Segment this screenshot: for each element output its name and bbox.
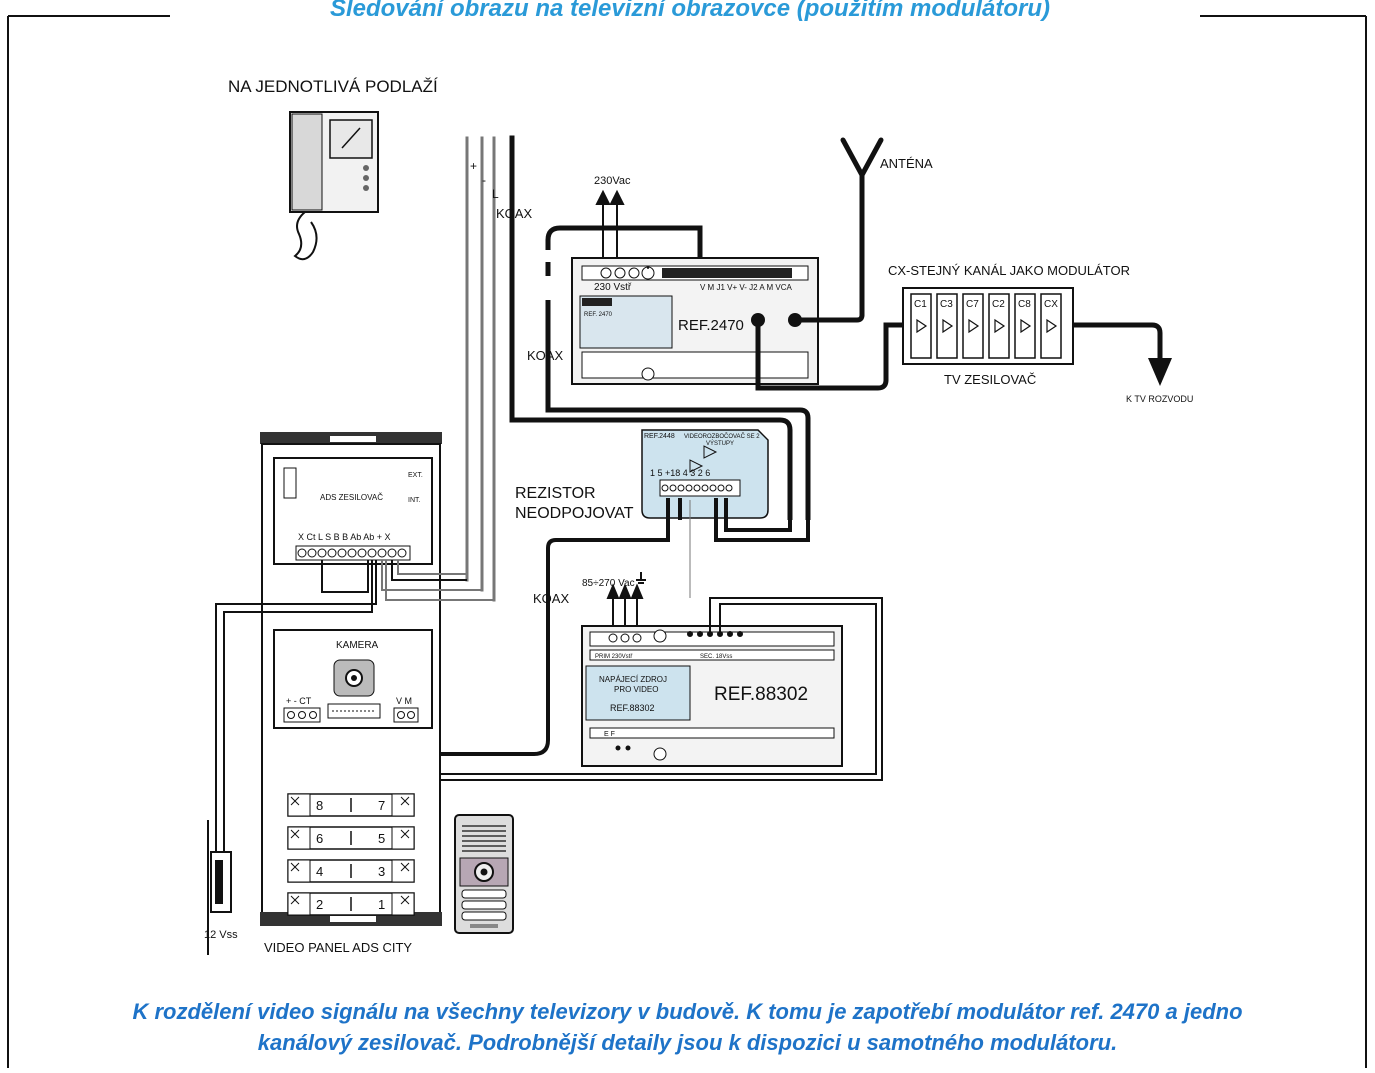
- amp-terminal-screw: [347, 548, 357, 558]
- resistor-label-1: REZISTOR: [515, 485, 596, 502]
- distributor-ref: REF.2448: [644, 433, 675, 440]
- cx-channel-label: CX-STEJNÝ KANÁL JAKO MODULÁTOR: [888, 263, 1130, 278]
- mains-arrows-psu: [606, 572, 646, 630]
- front-panel-illustration: [454, 814, 514, 934]
- koax-label-mid: KOAX: [527, 348, 563, 363]
- call-button-left-number: 6: [316, 831, 323, 846]
- resistor-label-2: NEODPOJOVAT: [515, 505, 634, 522]
- power-supply: [581, 625, 843, 767]
- amp-terminal-screw: [307, 548, 317, 558]
- amp-int: INT.: [408, 497, 421, 504]
- tv-amp-channel-label: C7: [966, 299, 979, 310]
- tv-amp-channel-c8: C8: [1014, 293, 1036, 359]
- modulator-230-label: 230 Vstř: [594, 282, 632, 293]
- camera-left-terms: + - CT: [286, 696, 312, 706]
- call-button-right-number: 5: [378, 831, 385, 846]
- caption-line-2: kanálový zesilovač. Podrobnější detaily …: [257, 1030, 1118, 1055]
- amp-terminals-label: X Ct L S B B Ab Ab + X: [298, 532, 390, 542]
- panel-label: VIDEO PANEL ADS CITY: [264, 940, 412, 955]
- tv-amp-channel-label: C3: [940, 299, 953, 310]
- tv-amp-channel-label: C8: [1018, 299, 1031, 310]
- amp-terminal-screw: [337, 548, 347, 558]
- modulator-small-ref: REF. 2470: [584, 312, 613, 318]
- tv-amp-channel-label: CX: [1044, 299, 1058, 310]
- psu-ref-big: REF.88302: [714, 684, 808, 705]
- modulator-ref: REF.2470: [678, 317, 744, 334]
- mains-label-modulator: 230Vac: [594, 175, 631, 187]
- tv-amp-channel-label: C1: [914, 299, 927, 310]
- amp-ext: EXT.: [408, 472, 423, 479]
- modulator-terminals: V M J1 V+ V- J2 A M VCA: [700, 283, 792, 292]
- intercom-handset: [289, 111, 379, 261]
- to-tv-label: K TV ROZVODU: [1126, 394, 1193, 404]
- diagram-title: Sledování obrazu na televizní obrazovce …: [200, 0, 1180, 24]
- distributor-name: VIDEOROZBOČOVAČ SE 2: [684, 433, 760, 440]
- tv-amp-channel-c7: C7: [962, 293, 984, 359]
- mains-label-psu: 85÷270 Vac: [582, 578, 635, 589]
- tv-amp-channel-c2: C2: [988, 293, 1010, 359]
- amp-terminal-screw: [357, 548, 367, 558]
- tv-amp-channel-cx: CX: [1040, 293, 1062, 359]
- coax-to-modulator: [512, 225, 811, 520]
- tv-amp-channel-group: C1 C3 C7 C2 C8 CX: [910, 293, 1062, 359]
- amp-wiring: [215, 560, 494, 852]
- call-button-right-number: 1: [378, 897, 385, 912]
- camera-right-terms: V M: [396, 696, 412, 706]
- rf-link-to-tv-amp: [755, 320, 905, 391]
- call-button-right-number: 7: [378, 798, 385, 813]
- psu-ef: E F: [604, 731, 615, 738]
- distributor-terminals: 1 5 +18 4 3 2 6: [650, 468, 710, 478]
- amp-terminal-screw: [317, 548, 327, 558]
- call-button-left-number: 2: [316, 897, 323, 912]
- riser-wires: [465, 135, 515, 602]
- mains-arrows-modulator: [595, 189, 625, 258]
- modulator-device: [571, 257, 819, 385]
- psu-label-2: PRO VIDEO: [614, 685, 658, 694]
- caption-line-1: K rozdělení video signálu na všechny tel…: [132, 999, 1243, 1024]
- video-distributor: [641, 429, 769, 519]
- amp-terminal-screw: [367, 548, 377, 558]
- psu-label-1: NAPÁJECÍ ZDROJ: [599, 675, 667, 684]
- amp-title: ADS ZESILOVAČ: [320, 493, 383, 502]
- koax-label-low: KOAX: [533, 591, 569, 606]
- antenna: [792, 137, 884, 323]
- call-button-left-number: 8: [316, 798, 323, 813]
- call-button-right-number: 3: [378, 864, 385, 879]
- psu-ref-small: REF.88302: [610, 703, 655, 713]
- amp-terminal-strip: [297, 548, 407, 558]
- lock-voltage: 12 Vss: [204, 929, 238, 941]
- tv-amp-label: TV ZESILOVAČ: [944, 372, 1036, 387]
- psu-prim: PRIM 230Vstř: [595, 654, 633, 660]
- amp-terminal-screw: [387, 548, 397, 558]
- koax-label-top: KOAX: [496, 206, 532, 221]
- call-button-left-number: 4: [316, 864, 323, 879]
- tv-amp-channel-c1: C1: [910, 293, 932, 359]
- l-label: L: [492, 187, 499, 201]
- plus-label: +: [470, 159, 477, 173]
- page-frame: [7, 15, 1367, 1068]
- distributor-outputs: VÝSTUPY: [706, 440, 734, 447]
- camera-title: KAMERA: [336, 640, 379, 651]
- diagram-caption: K rozdělení video signálu na všechny tel…: [10, 996, 1365, 1058]
- amp-terminal-screw: [377, 548, 387, 558]
- tv-output-arrow: [1073, 322, 1172, 386]
- amp-terminal-screw: [397, 548, 407, 558]
- floors-label: NA JEDNOTLIVÁ PODLAŽÍ: [228, 77, 438, 96]
- door-lock: [207, 820, 232, 955]
- amp-terminal-screw: [327, 548, 337, 558]
- camera-module: [273, 629, 433, 729]
- amp-terminal-screw: [297, 548, 307, 558]
- psu-sec: SEC. 18Vss: [700, 654, 732, 660]
- tv-amp-channel-c3: C3: [936, 293, 958, 359]
- minus-label: -: [482, 173, 486, 187]
- tv-amp-channel-label: C2: [992, 299, 1005, 310]
- antenna-label: ANTÉNA: [880, 156, 933, 171]
